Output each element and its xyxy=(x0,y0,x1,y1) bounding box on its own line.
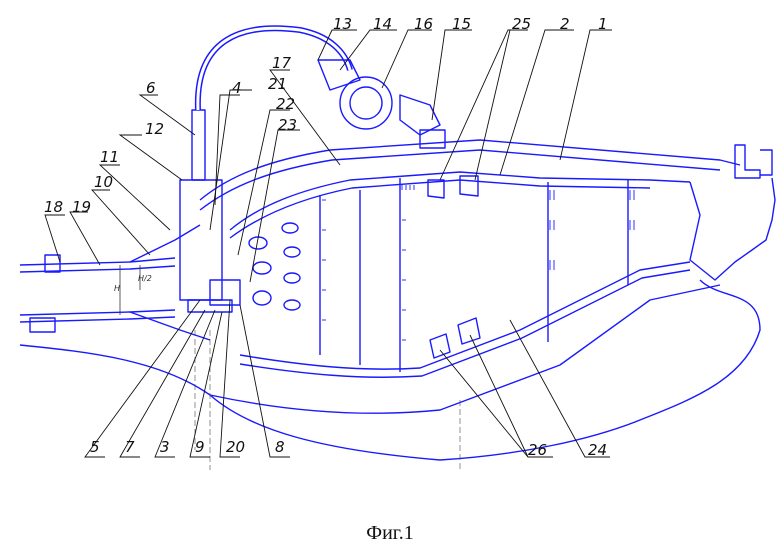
callout-17: 17 xyxy=(272,56,291,71)
inlet-pipe-bottom xyxy=(20,310,175,315)
callout-10: 10 xyxy=(94,175,113,190)
callout-13: 13 xyxy=(333,17,352,32)
callout-20: 20 xyxy=(226,440,245,455)
callout-22: 22 xyxy=(276,97,295,112)
diffuser-inner xyxy=(130,312,210,340)
inlet-pipe-top-2 xyxy=(20,266,175,272)
callout-21: 21 xyxy=(268,77,287,92)
diffuser-outer xyxy=(130,225,200,262)
callout-4: 4 xyxy=(232,81,242,96)
right-flange-stub xyxy=(760,150,772,175)
callout-14: 14 xyxy=(373,17,392,32)
callout-24: 24 xyxy=(588,443,607,458)
callout-1: 1 xyxy=(598,17,608,32)
callout-5: 5 xyxy=(90,440,100,455)
inlet-flange-lower xyxy=(30,318,55,332)
manifold-ring-inner xyxy=(350,87,382,119)
flame-tube-inner xyxy=(240,262,690,369)
right-boundary xyxy=(690,178,775,280)
callout-19: 19 xyxy=(72,200,91,215)
callout-16: 16 xyxy=(414,17,433,32)
inner-casing xyxy=(210,285,720,413)
callout-3: 3 xyxy=(160,440,170,455)
callout-12: 12 xyxy=(145,122,164,137)
callout-15: 15 xyxy=(452,17,471,32)
callout-7: 7 xyxy=(125,440,135,455)
swirler xyxy=(210,280,240,305)
igniter-body xyxy=(400,95,440,135)
outer-casing-top xyxy=(200,140,740,200)
callout-2: 2 xyxy=(560,17,570,32)
right-flange xyxy=(735,145,760,178)
callout-11: 11 xyxy=(100,150,119,165)
callout-8: 8 xyxy=(275,440,285,455)
wedge-26-b xyxy=(458,318,480,344)
flame-tube-outer-2 xyxy=(230,180,650,238)
nozzle-stem xyxy=(192,110,205,180)
callout-18: 18 xyxy=(44,200,63,215)
callout-23: 23 xyxy=(278,118,297,133)
manifold-clamp xyxy=(318,60,360,90)
dimension-h-half-label: H/2 xyxy=(138,274,152,283)
callout-26: 26 xyxy=(528,443,547,458)
wedge-26-a xyxy=(430,334,450,358)
flame-tube-inner-2 xyxy=(240,270,690,377)
lower-right-boundary xyxy=(440,280,760,460)
callout-6: 6 xyxy=(146,81,156,96)
callout-25: 25 xyxy=(512,17,531,32)
dimension-h-label: H xyxy=(114,284,120,293)
inlet-pipe-top xyxy=(20,258,175,265)
figure-caption: Фиг.1 xyxy=(0,522,780,545)
callout-9: 9 xyxy=(195,440,205,455)
